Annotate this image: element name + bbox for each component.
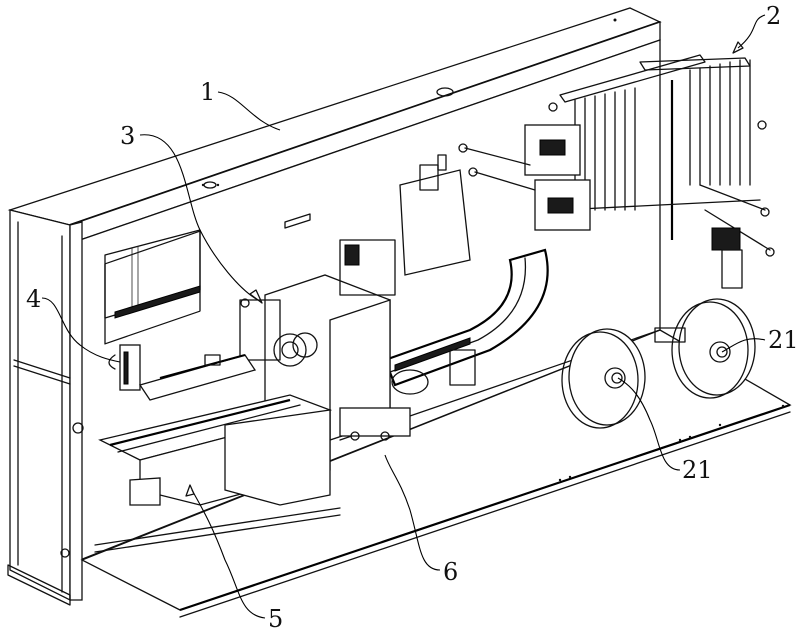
leader-lines: [41, 14, 766, 619]
roller-bars-right: [689, 59, 751, 186]
leader-21a: [721, 338, 766, 353]
label-6: 6: [443, 558, 458, 586]
label-2: 2: [766, 2, 781, 30]
upper-mechanism: [399, 102, 591, 276]
arrow-5: [185, 484, 195, 497]
left-cabinet: [7, 209, 83, 606]
label-4: 4: [26, 285, 41, 313]
reel-right: [654, 298, 756, 399]
leader-1: [217, 91, 281, 131]
leader-5: [191, 489, 266, 619]
arrow-2: [732, 41, 744, 54]
label-21a: 21: [768, 326, 799, 354]
reference-labels: 1 2 3 4 5 6 21 21: [26, 2, 799, 633]
chain-conveyor: [383, 248, 549, 395]
label-1: 1: [200, 78, 215, 106]
reel-left: [561, 328, 646, 429]
lower-left-unit: [72, 394, 333, 506]
arrow-3: [249, 289, 263, 304]
leader-21b: [617, 377, 681, 471]
central-mechanism: [239, 239, 411, 441]
left-feeder: [108, 344, 257, 401]
label-5: 5: [268, 605, 283, 633]
label-21b: 21: [682, 456, 713, 484]
leader-2: [737, 14, 766, 49]
roller-rack: [559, 54, 775, 289]
leader-4: [41, 297, 121, 363]
leader-3: [139, 134, 259, 301]
label-3: 3: [120, 122, 135, 150]
leader-6: [384, 454, 441, 571]
